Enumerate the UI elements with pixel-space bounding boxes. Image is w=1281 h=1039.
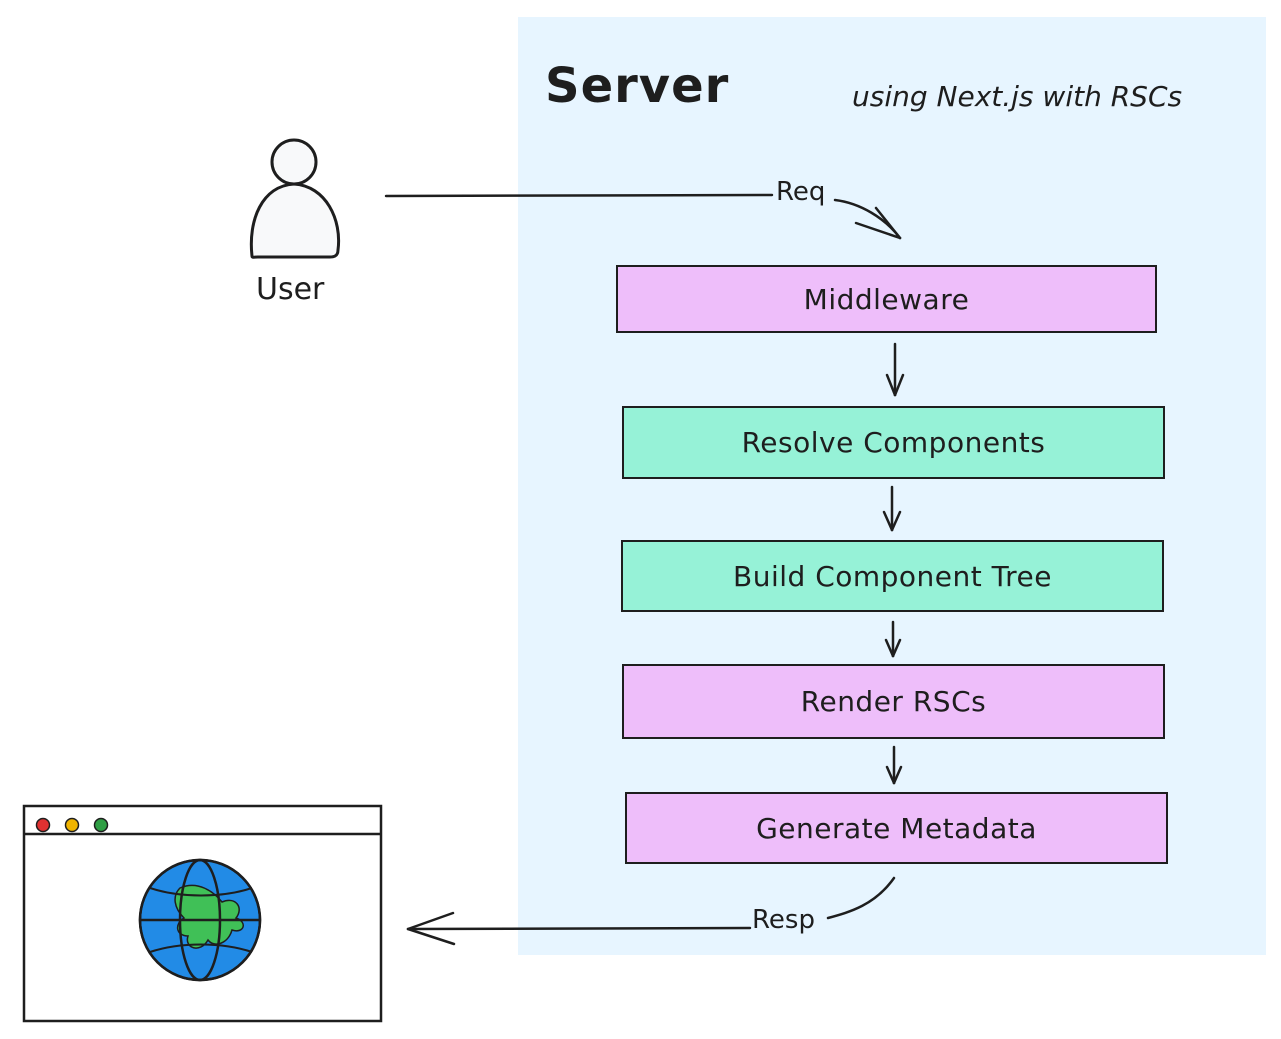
step-middleware: Middleware xyxy=(616,265,1157,333)
step-build-component-tree: Build Component Tree xyxy=(621,540,1164,612)
step-render-rscs: Render RSCs xyxy=(622,664,1165,739)
globe-icon xyxy=(138,858,262,982)
browser-window xyxy=(22,804,383,1023)
request-label: Req xyxy=(776,177,826,207)
user-icon xyxy=(249,138,341,259)
response-label: Resp xyxy=(752,905,815,935)
browser-minimize-dot xyxy=(64,817,80,833)
server-title: Server xyxy=(545,58,730,114)
server-subtitle: using Next.js with RSCs xyxy=(852,80,1183,113)
step-resolve-components: Resolve Components xyxy=(622,406,1165,479)
step-generate-metadata: Generate Metadata xyxy=(625,792,1168,864)
user-label: User xyxy=(256,272,325,307)
browser-close-dot xyxy=(35,817,51,833)
browser-maximize-dot xyxy=(93,817,109,833)
